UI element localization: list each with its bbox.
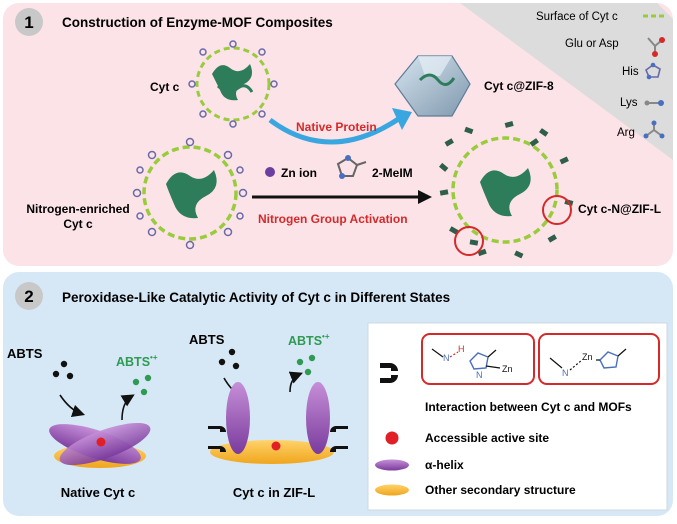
legend-glu-asp-label: Glu or Asp	[565, 38, 619, 50]
abts-mid-dots	[218, 348, 240, 370]
zifl-active-site	[271, 441, 281, 451]
abts-radical-mid-label: ABTS•+	[288, 332, 330, 348]
nitrogen-enriched-cytc	[132, 137, 248, 250]
abts-mid-label: ABTS	[189, 332, 225, 347]
cytc-surface-residues	[188, 40, 278, 128]
active-site-label: Accessible active site	[425, 431, 549, 445]
zifl-framework-clusters	[439, 121, 574, 259]
abts-mid-out-arrow	[288, 371, 303, 393]
zifl-interaction-clamps	[208, 426, 348, 452]
legend-his-label: His	[622, 66, 639, 78]
cytc-protein-ribbon	[212, 64, 252, 101]
cytc-zif8-label: Cyt c@ZIF-8	[484, 79, 554, 93]
native-protein-arrowhead	[392, 108, 412, 130]
his-molecule-icon	[645, 62, 661, 80]
panel2-legend-box	[367, 322, 668, 511]
cytc-label: Cyt c	[150, 80, 180, 94]
nitrogen-cytc-surface-ring	[142, 145, 238, 241]
zifl-protein-ribbon	[480, 168, 531, 217]
other-structure-label: Other secondary structure	[425, 483, 576, 497]
nitrogen-cytc-label-line2: Cyt c	[63, 217, 93, 231]
interaction-label: Interaction between Cyt c and MOFs	[425, 400, 632, 414]
panel2-number-badge	[15, 282, 43, 310]
nitrogen-cytc-ribbon	[166, 170, 217, 219]
active-site-icon	[385, 431, 399, 445]
panel1-number-badge	[15, 8, 43, 36]
abts-radical-left-label: ABTS•+	[116, 353, 158, 369]
zifl-cytc-label: Cyt c in ZIF-L	[233, 485, 315, 500]
helix-label: α-helix	[425, 458, 464, 472]
cytc-zif8-crystal	[394, 55, 471, 117]
zifl-cytc-structure	[208, 382, 348, 464]
interaction-clamp-icon	[380, 363, 398, 383]
zifl-surface-ring	[451, 136, 559, 244]
n-zn-zn-label: Zn	[582, 352, 593, 362]
cytc-n-zifl-label: Cyt c-N@ZIF-L	[578, 202, 661, 216]
helix-icon	[375, 459, 409, 471]
abts-radical-mid-sup: •+	[322, 332, 330, 341]
abts-left-out-arrow	[120, 394, 135, 421]
cytc-protein-coil	[216, 84, 254, 93]
nh-zn-structure-box	[421, 333, 535, 385]
nh-zn-n2-label: N	[476, 370, 483, 380]
native-cytc-label: Native Cyt c	[61, 485, 135, 500]
abts-radical-left-text: ABTS	[116, 355, 150, 369]
abts-left-label: ABTS	[7, 346, 43, 361]
cytc-n-zifl-composite	[439, 121, 574, 259]
n-zn-structure: N Zn	[549, 348, 627, 378]
panel-construction: 1 Construction of Enzyme-MOF Composites …	[3, 3, 673, 266]
melm-label: 2-MeIM	[372, 166, 413, 180]
zif8-facet	[418, 56, 452, 76]
n-zn-n-label: N	[562, 368, 569, 378]
abts-left-in-arrow	[59, 394, 86, 418]
lys-molecule-icon	[644, 100, 664, 106]
panel2-legend: N H N Zn N Zn Interaction between Cyt c …	[367, 322, 668, 511]
native-protein-arrow	[268, 115, 402, 145]
zif8-enclosed-protein	[418, 73, 456, 86]
abts-left-dots	[52, 360, 74, 380]
nh-zn-structure: N H N Zn	[431, 344, 513, 380]
zn-ion-icon	[265, 167, 275, 177]
native-active-site	[96, 437, 106, 447]
panel1-legend: Surface of Cyt c Glu or Asp His Lys Arg	[536, 11, 666, 139]
nh-zn-zn-label: Zn	[502, 364, 513, 374]
legend-background	[460, 3, 673, 160]
melm-molecule-icon	[336, 155, 367, 179]
arg-molecule-icon	[643, 120, 665, 139]
legend-arg-label: Arg	[617, 127, 635, 139]
native-cytc-structure	[49, 422, 151, 468]
interaction-highlight-circle-left	[454, 226, 484, 256]
nitrogen-cytc-residues	[132, 137, 248, 250]
native-cytc-protein	[188, 40, 278, 128]
abts-radical-left-dots	[132, 374, 152, 396]
n-zn-structure-box	[538, 333, 660, 385]
panel2-title: Peroxidase-Like Catalytic Activity of Cy…	[62, 290, 450, 305]
zifl-helix-left	[226, 382, 250, 454]
cytc-surface-ring	[195, 46, 271, 122]
nitrogen-cytc-label-line1: Nitrogen-enriched	[26, 202, 129, 216]
abts-radical-left-sup: •+	[150, 353, 158, 362]
interaction-highlight-circle-right	[542, 195, 572, 225]
panel2-number: 2	[24, 287, 33, 306]
abts-radical-mid-text: ABTS	[288, 334, 322, 348]
nh-zn-h-label: H	[458, 344, 465, 354]
legend-lys-label: Lys	[620, 97, 638, 109]
nh-zn-n-label: N	[443, 353, 450, 363]
zn-ion-label: Zn ion	[281, 166, 317, 180]
panel1-title: Construction of Enzyme-MOF Composites	[62, 15, 333, 30]
panel1-number: 1	[24, 13, 33, 32]
activation-label: Nitrogen Group Activation	[258, 212, 408, 226]
glu-asp-molecule-icon	[647, 37, 665, 57]
native-protein-label: Native Protein	[296, 120, 377, 134]
activation-arrowhead	[418, 190, 432, 204]
abts-radical-mid-dots	[296, 354, 316, 376]
legend-surface-label: Surface of Cyt c	[536, 11, 618, 23]
zifl-helix-right	[306, 382, 330, 454]
other-structure-icon	[375, 484, 409, 496]
panel-catalytic-activity: 2 Peroxidase-Like Catalytic Activity of …	[3, 272, 673, 516]
